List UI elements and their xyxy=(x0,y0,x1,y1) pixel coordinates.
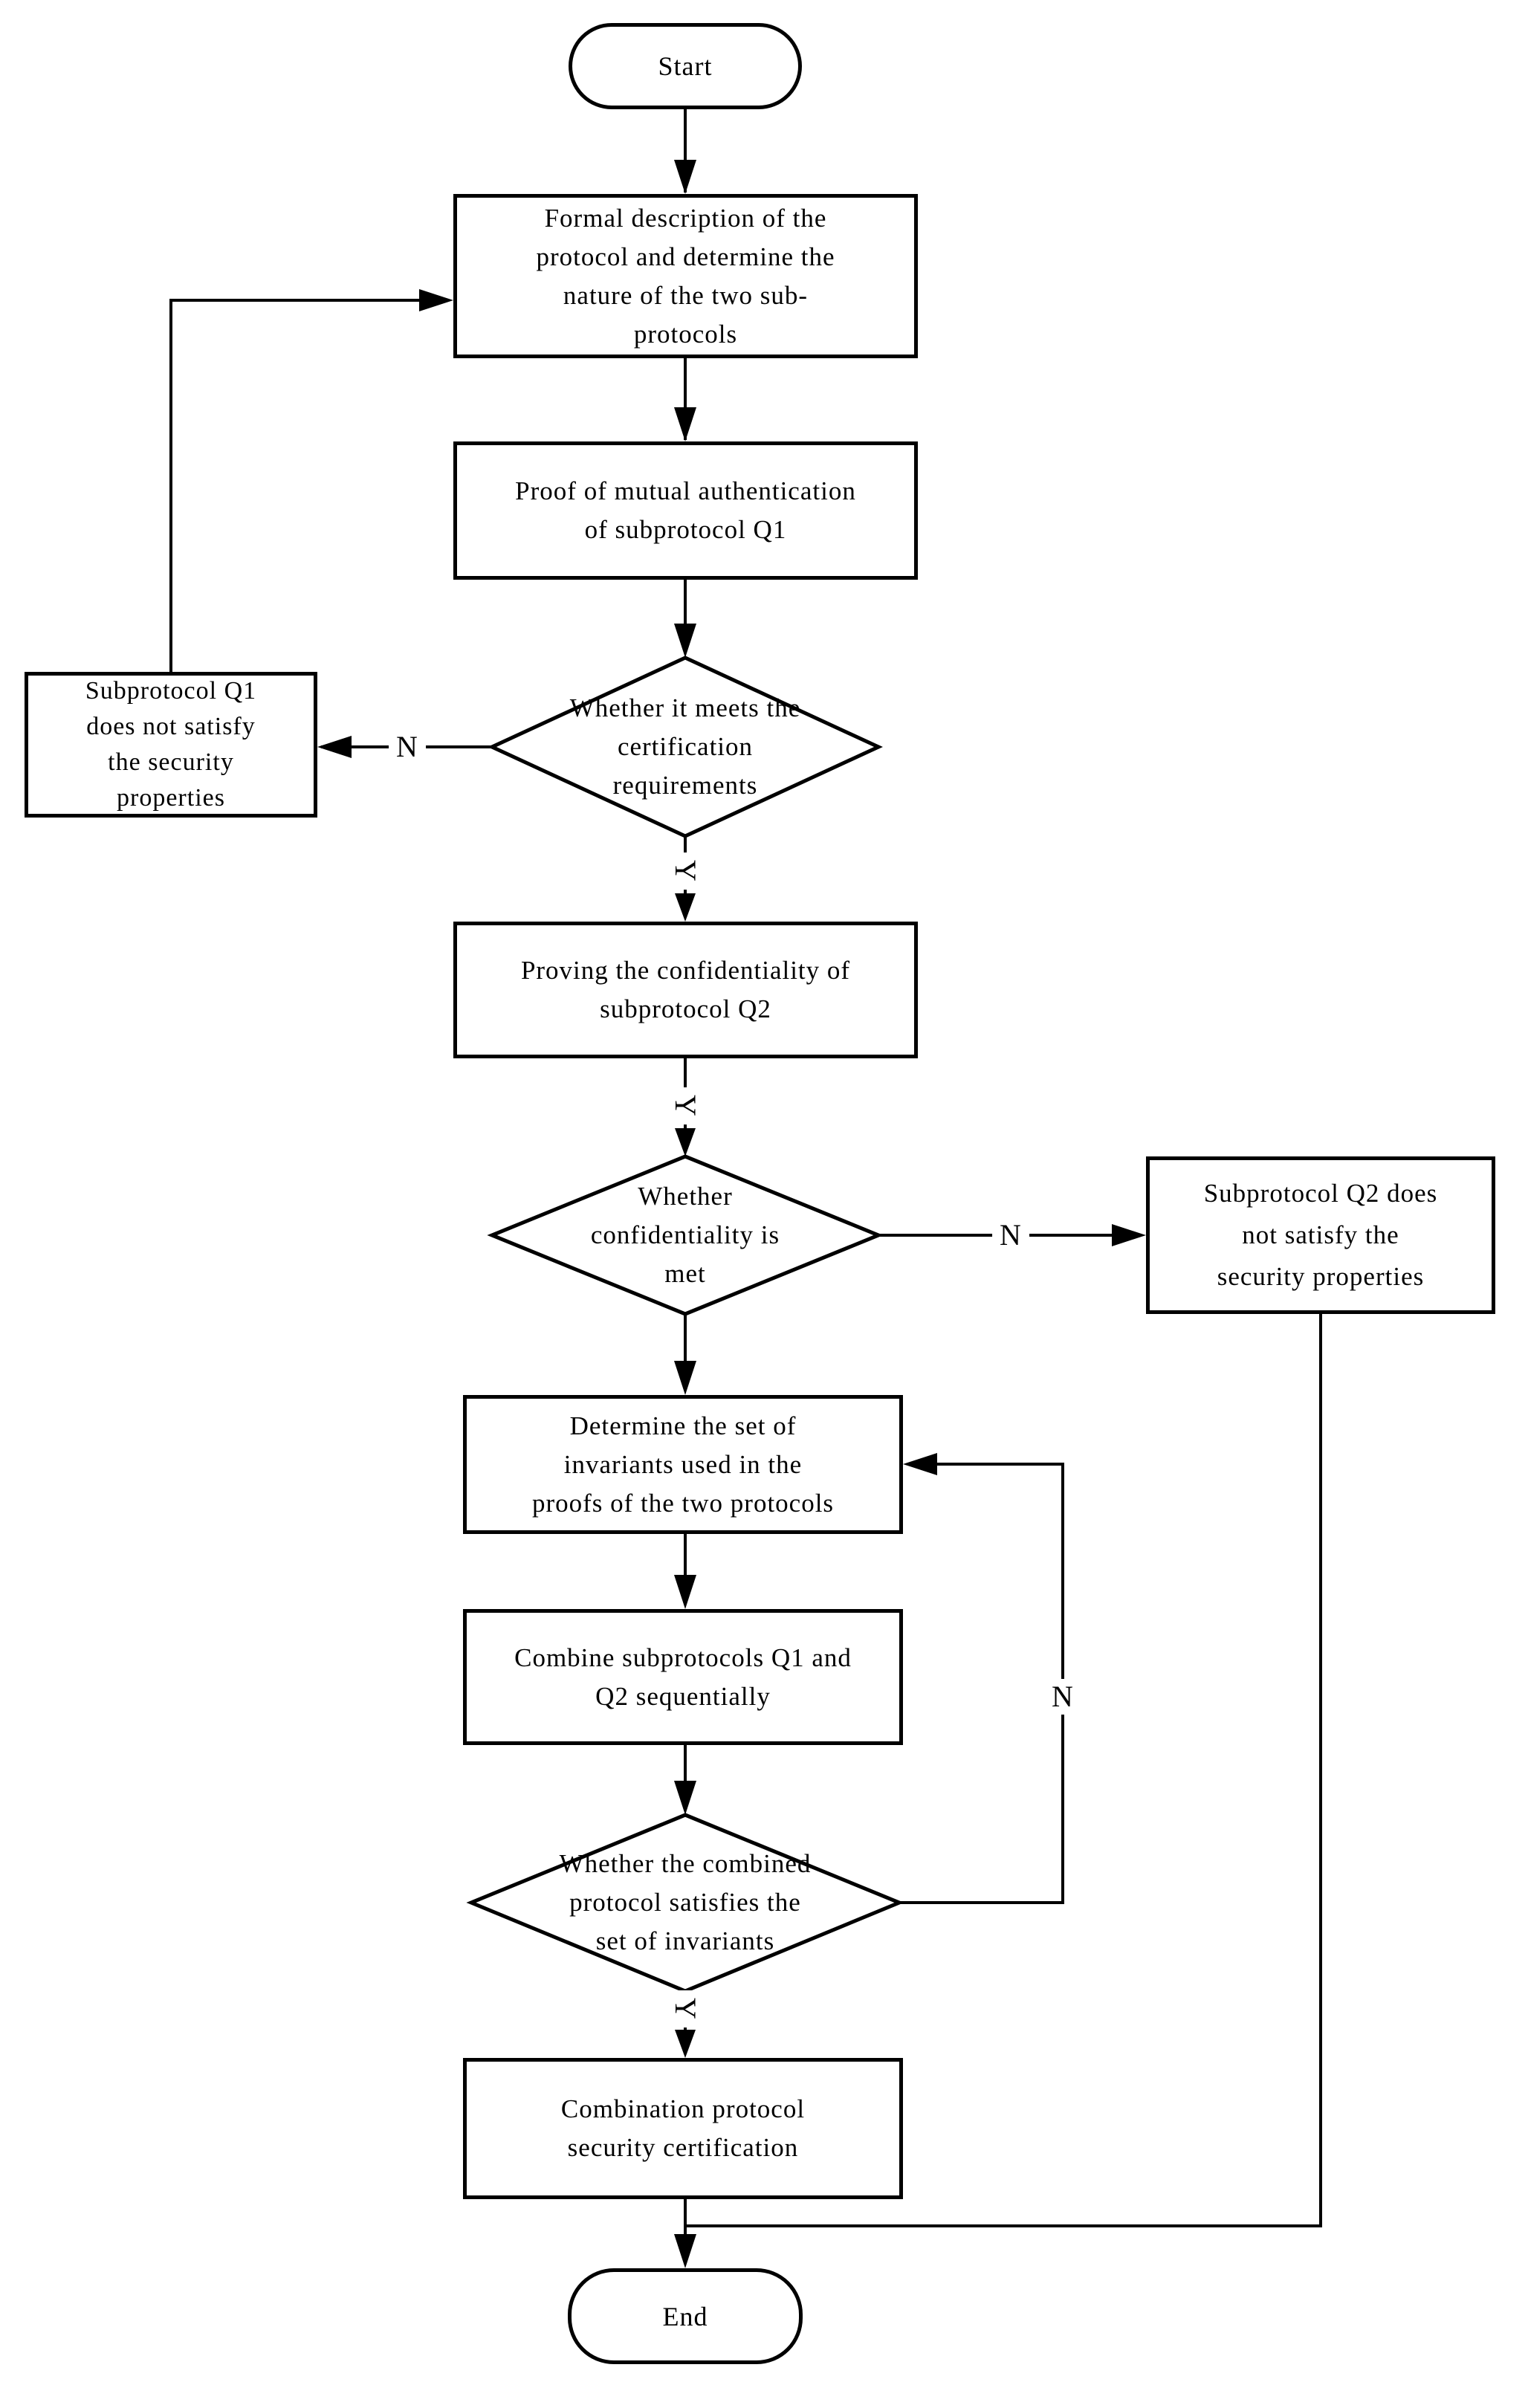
edge-q1notsatisfy-loopback xyxy=(169,299,446,672)
arrowhead-into-q1notsatisfy xyxy=(317,736,352,758)
arrowhead-into-certification xyxy=(675,2030,696,2058)
arrowhead-into-proofq1 xyxy=(674,407,696,441)
arrowhead-into-q2notsatisfy xyxy=(1112,1224,1146,1246)
arrowhead-loop-into-invariants xyxy=(903,1453,937,1475)
edge-q2notsatisfy-merge xyxy=(685,1314,1322,2227)
arrowhead-into-formal xyxy=(674,160,696,194)
arrowhead-into-decision2 xyxy=(675,1128,696,1156)
node-determine-invariants-label: Determine the set of invariants used in … xyxy=(531,1411,835,1518)
edge-label-decision3-no: N xyxy=(1044,1679,1081,1715)
node-decision-meets-certification: Whether it meets the certification requi… xyxy=(425,689,945,805)
edge-label-decision3-yes: Y xyxy=(667,1990,703,2027)
node-combination-certification-label: Combination protocol security certificat… xyxy=(560,2094,806,2162)
edge-decision3-no-loopback xyxy=(899,1463,1064,1904)
arrowhead-into-invariants xyxy=(674,1361,696,1395)
arrowheads xyxy=(317,160,1146,2268)
decision-meets-certification-shape xyxy=(488,656,883,838)
node-decision-meets-certification-label: Whether it meets the certification requi… xyxy=(569,693,801,800)
node-determine-invariants: Determine the set of invariants used in … xyxy=(463,1395,903,1534)
node-end-label: End xyxy=(662,2301,708,2331)
node-decision-combined-satisfies-label: Whether the combined protocol satisfies … xyxy=(559,1849,812,1955)
node-formal-description-label: Formal description of the protocol and d… xyxy=(536,203,835,349)
arrowhead-into-combine xyxy=(674,1575,696,1609)
edge-label-provingq2-yes: Y xyxy=(667,1087,703,1124)
node-proving-q2-label: Proving the confidentiality of subprotoc… xyxy=(520,956,851,1023)
arrowhead-into-provingq2 xyxy=(675,893,696,922)
node-combine-subprotocols: Combine subprotocols Q1 and Q2 sequentia… xyxy=(463,1609,903,1745)
node-formal-description: Formal description of the protocol and d… xyxy=(453,194,918,358)
node-start-label: Start xyxy=(658,51,713,81)
node-q1-not-satisfy-label: Subprotocol Q1 does not satisfy the secu… xyxy=(85,677,257,812)
node-decision-combined-satisfies: Whether the combined protocol satisfies … xyxy=(425,1845,945,1961)
node-decision-confidentiality-met: Whether confidentiality is met xyxy=(425,1177,945,1293)
node-q2-not-satisfy: Subprotocol Q2 does not satisfy the secu… xyxy=(1146,1156,1495,1314)
node-combine-subprotocols-label: Combine subprotocols Q1 and Q2 sequentia… xyxy=(514,1642,852,1711)
node-end: End xyxy=(568,2268,803,2364)
node-proof-q1: Proof of mutual authentication of subpro… xyxy=(453,441,918,580)
edge-label-decision1-no: N xyxy=(389,729,426,765)
node-q2-not-satisfy-label: Subprotocol Q2 does not satisfy the secu… xyxy=(1203,1179,1438,1291)
arrowhead-into-decision1 xyxy=(674,624,696,658)
node-start: Start xyxy=(569,23,802,109)
decision-confidentiality-met-shape xyxy=(487,1154,884,1316)
node-decision-confidentiality-met-label: Whether confidentiality is met xyxy=(590,1182,780,1288)
arrowhead-into-decision3 xyxy=(674,1781,696,1815)
arrowhead-loop-into-formal xyxy=(419,289,453,311)
edge-label-decision2-no: N xyxy=(992,1217,1029,1253)
arrowhead-into-end xyxy=(674,2234,696,2268)
node-proof-q1-label: Proof of mutual authentication of subpro… xyxy=(515,476,856,544)
edge-label-decision1-yes: Y xyxy=(667,852,703,890)
node-proving-q2: Proving the confidentiality of subprotoc… xyxy=(453,922,918,1058)
node-combination-certification: Combination protocol security certificat… xyxy=(463,2058,903,2199)
node-q1-not-satisfy: Subprotocol Q1 does not satisfy the secu… xyxy=(25,672,317,818)
